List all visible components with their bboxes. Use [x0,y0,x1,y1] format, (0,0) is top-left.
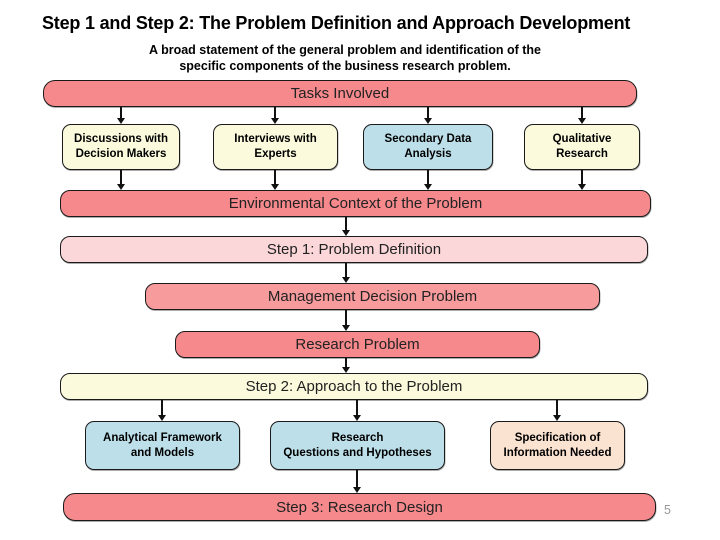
box-label-line: Questions and Hypotheses [283,446,432,459]
box-label-line: and Models [130,446,195,459]
arrow-tasks-to-interviews [271,107,279,124]
box-label-line: Research [556,148,608,160]
slide-title: Step 1 and Step 2: The Problem Definitio… [42,13,631,33]
arrow-research-to-step2 [342,358,350,373]
box-qualitative-research: Qualitative Research [524,124,640,170]
page-number: 5 [664,503,671,517]
box-label-line: Secondary Data [384,133,472,146]
box-research-questions-and-hypotheses: Research Questions and Hypotheses [270,421,445,470]
subtitle-line-2: specific components of the business rese… [179,59,511,74]
arrow-step2-to-specification [553,400,561,421]
box-interviews-with-experts: Interviews with Experts [213,124,338,170]
arrow-qualitative-to-environment [578,170,586,190]
box-label-line: Experts [254,148,297,160]
arrow-step2-to-questions [353,400,361,421]
research-problem-bar: Research Problem [175,331,540,358]
box-label-line: Information Needed [503,446,612,459]
arrow-step2-to-analytical [158,400,166,421]
arrow-step1-to-management [342,263,350,283]
box-label-line: Discussions with [74,133,168,146]
arrow-management-to-research [342,310,350,331]
arrow-discussions-to-environment [117,170,125,190]
environmental-context-bar: Environmental Context of the Problem [60,190,651,217]
arrow-interviews-to-environment [271,170,279,190]
box-analytical-framework-and-models: Analytical Framework and Models [85,421,240,470]
slide-subtitle: A broad statement of the general problem… [15,42,675,75]
tasks-involved-bar: Tasks Involved [43,80,637,107]
subtitle-line-1: A broad statement of the general problem… [149,43,541,57]
arrow-tasks-to-secondary [424,107,432,124]
box-label-line: Specification of [514,431,601,444]
box-label-line: Research [331,431,384,444]
box-label-line: Decision Makers [75,148,167,160]
arrow-tasks-to-qualitative [578,107,586,124]
step2-approach-bar: Step 2: Approach to the Problem [60,373,648,400]
arrow-environment-to-step1 [342,217,350,236]
box-specification-of-information-needed: Specification of Information Needed [490,421,625,470]
arrow-secondary-to-environment [424,170,432,190]
box-secondary-data-analysis: Secondary Data Analysis [363,124,493,170]
box-label-line: Analytical Framework [103,431,222,444]
arrow-questions-to-step3 [353,470,361,493]
step1-problem-definition-bar: Step 1: Problem Definition [60,236,648,263]
box-label-line: Analysis [404,148,452,160]
box-label-line: Qualitative [552,133,612,146]
box-discussions-with-decision-makers: Discussions with Decision Makers [62,124,180,170]
arrow-tasks-to-discussions [117,107,125,124]
box-label-line: Interviews with [234,133,317,146]
management-decision-problem-bar: Management Decision Problem [145,283,600,310]
step3-research-design-bar: Step 3: Research Design [63,493,656,521]
